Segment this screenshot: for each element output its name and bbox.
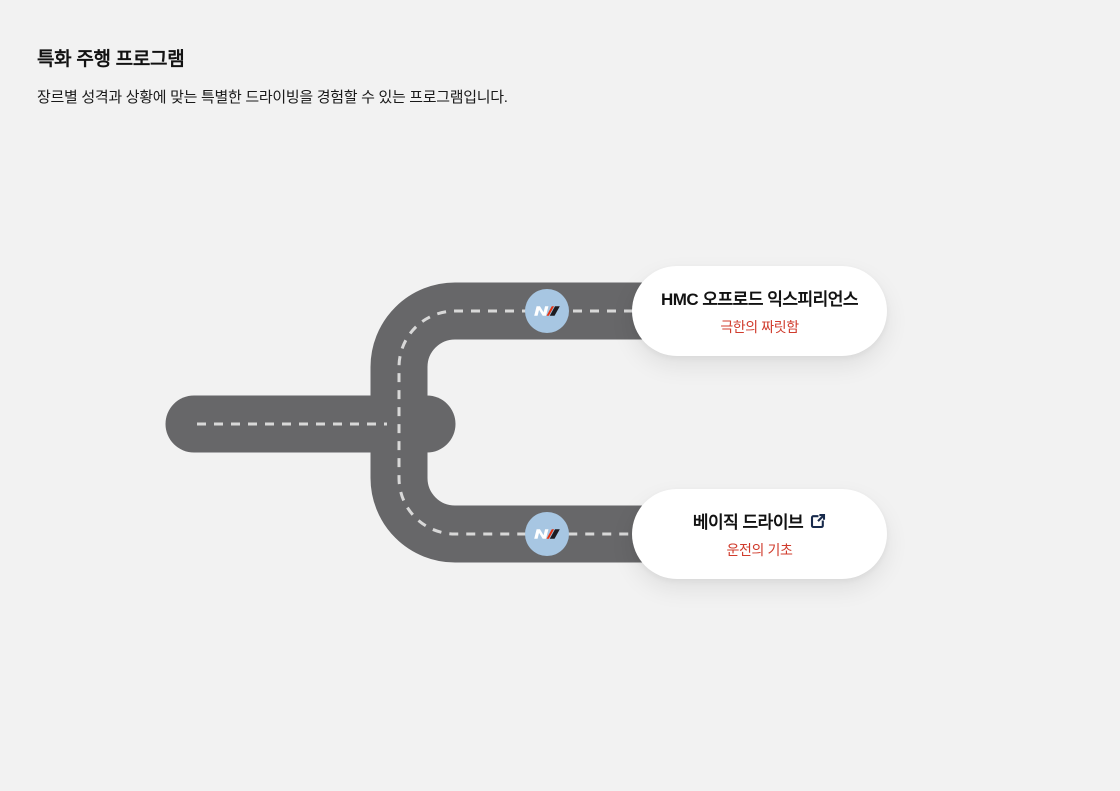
program-card-title: HMC 오프로드 익스피리언스: [660, 290, 859, 309]
program-card-basic-drive[interactable]: 베이직 드라이브 운전의 기초: [632, 489, 887, 579]
hyundai-n-icon: [534, 306, 560, 316]
program-card-title: 베이직 드라이브: [692, 513, 804, 532]
n-logo-badge-bottom: [525, 512, 569, 556]
page-description: 장르별 성격과 상황에 맞는 특별한 드라이빙을 경험할 수 있는 프로그램입니…: [37, 89, 508, 106]
program-card-subtitle: 극한의 짜릿함: [720, 319, 799, 335]
program-card-offroad-experience[interactable]: HMC 오프로드 익스피리언스 극한의 짜릿함: [632, 266, 887, 356]
n-logo-badge-top: [525, 289, 569, 333]
program-card-subtitle: 운전의 기초: [726, 542, 793, 558]
external-link-icon: [811, 513, 826, 528]
section-header: 특화 주행 프로그램 장르별 성격과 상황에 맞는 특별한 드라이빙을 경험할 …: [37, 44, 937, 106]
road-fork: [370, 282, 661, 563]
page-title: 특화 주행 프로그램: [37, 49, 185, 70]
hyundai-n-icon: [534, 529, 560, 539]
